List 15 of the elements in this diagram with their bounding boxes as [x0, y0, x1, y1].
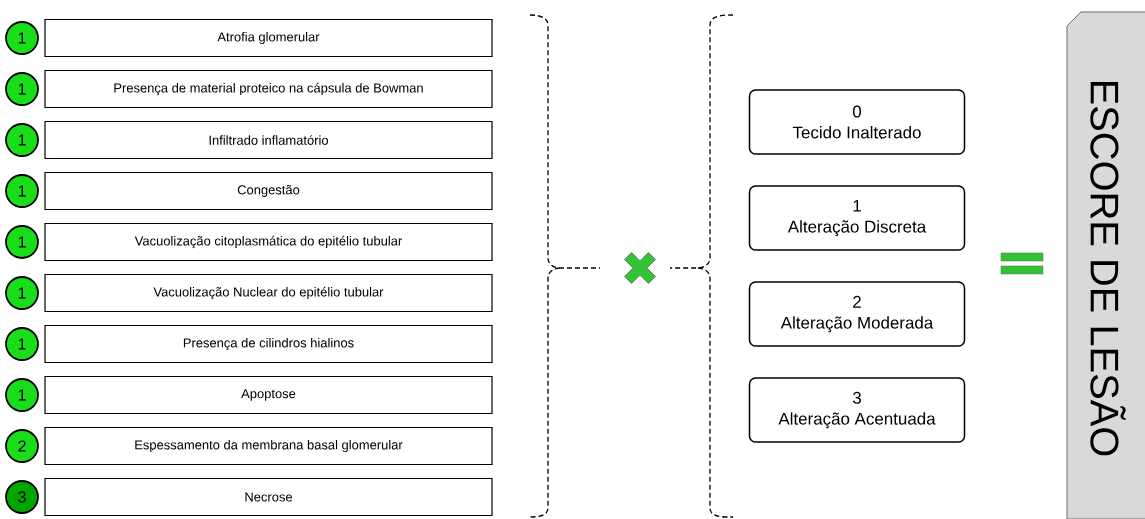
result-banner: ESCORE DE LESÃO	[1066, 11, 1145, 519]
item-box: Apoptose	[44, 375, 493, 415]
item-box: Congestão	[44, 171, 493, 211]
grade-box: 3 Alteração Acentuada	[748, 377, 966, 443]
item-box: Atrofia glomerular	[44, 18, 493, 58]
item-box: Vacuolização Nuclear do epitélio tubular	[44, 273, 493, 313]
item-box: Infiltrado inflamatório	[44, 120, 493, 160]
grade-box: 1 Alteração Discreta	[748, 185, 966, 251]
item-box: Necrose	[44, 477, 493, 517]
item-box: Vacuolização citoplasmática do epitélio tubular	[44, 222, 493, 262]
item-box: Presença de material proteico na cápsula de Bowman	[44, 69, 493, 109]
item-box: Presença de cilindros hialinos	[44, 324, 493, 364]
grade-box: 0 Tecido Inalterado	[748, 89, 966, 155]
grade-box: 2 Alteração Moderada	[748, 281, 966, 347]
item-box: Espessamento da membrana basal glomerular	[44, 426, 493, 466]
